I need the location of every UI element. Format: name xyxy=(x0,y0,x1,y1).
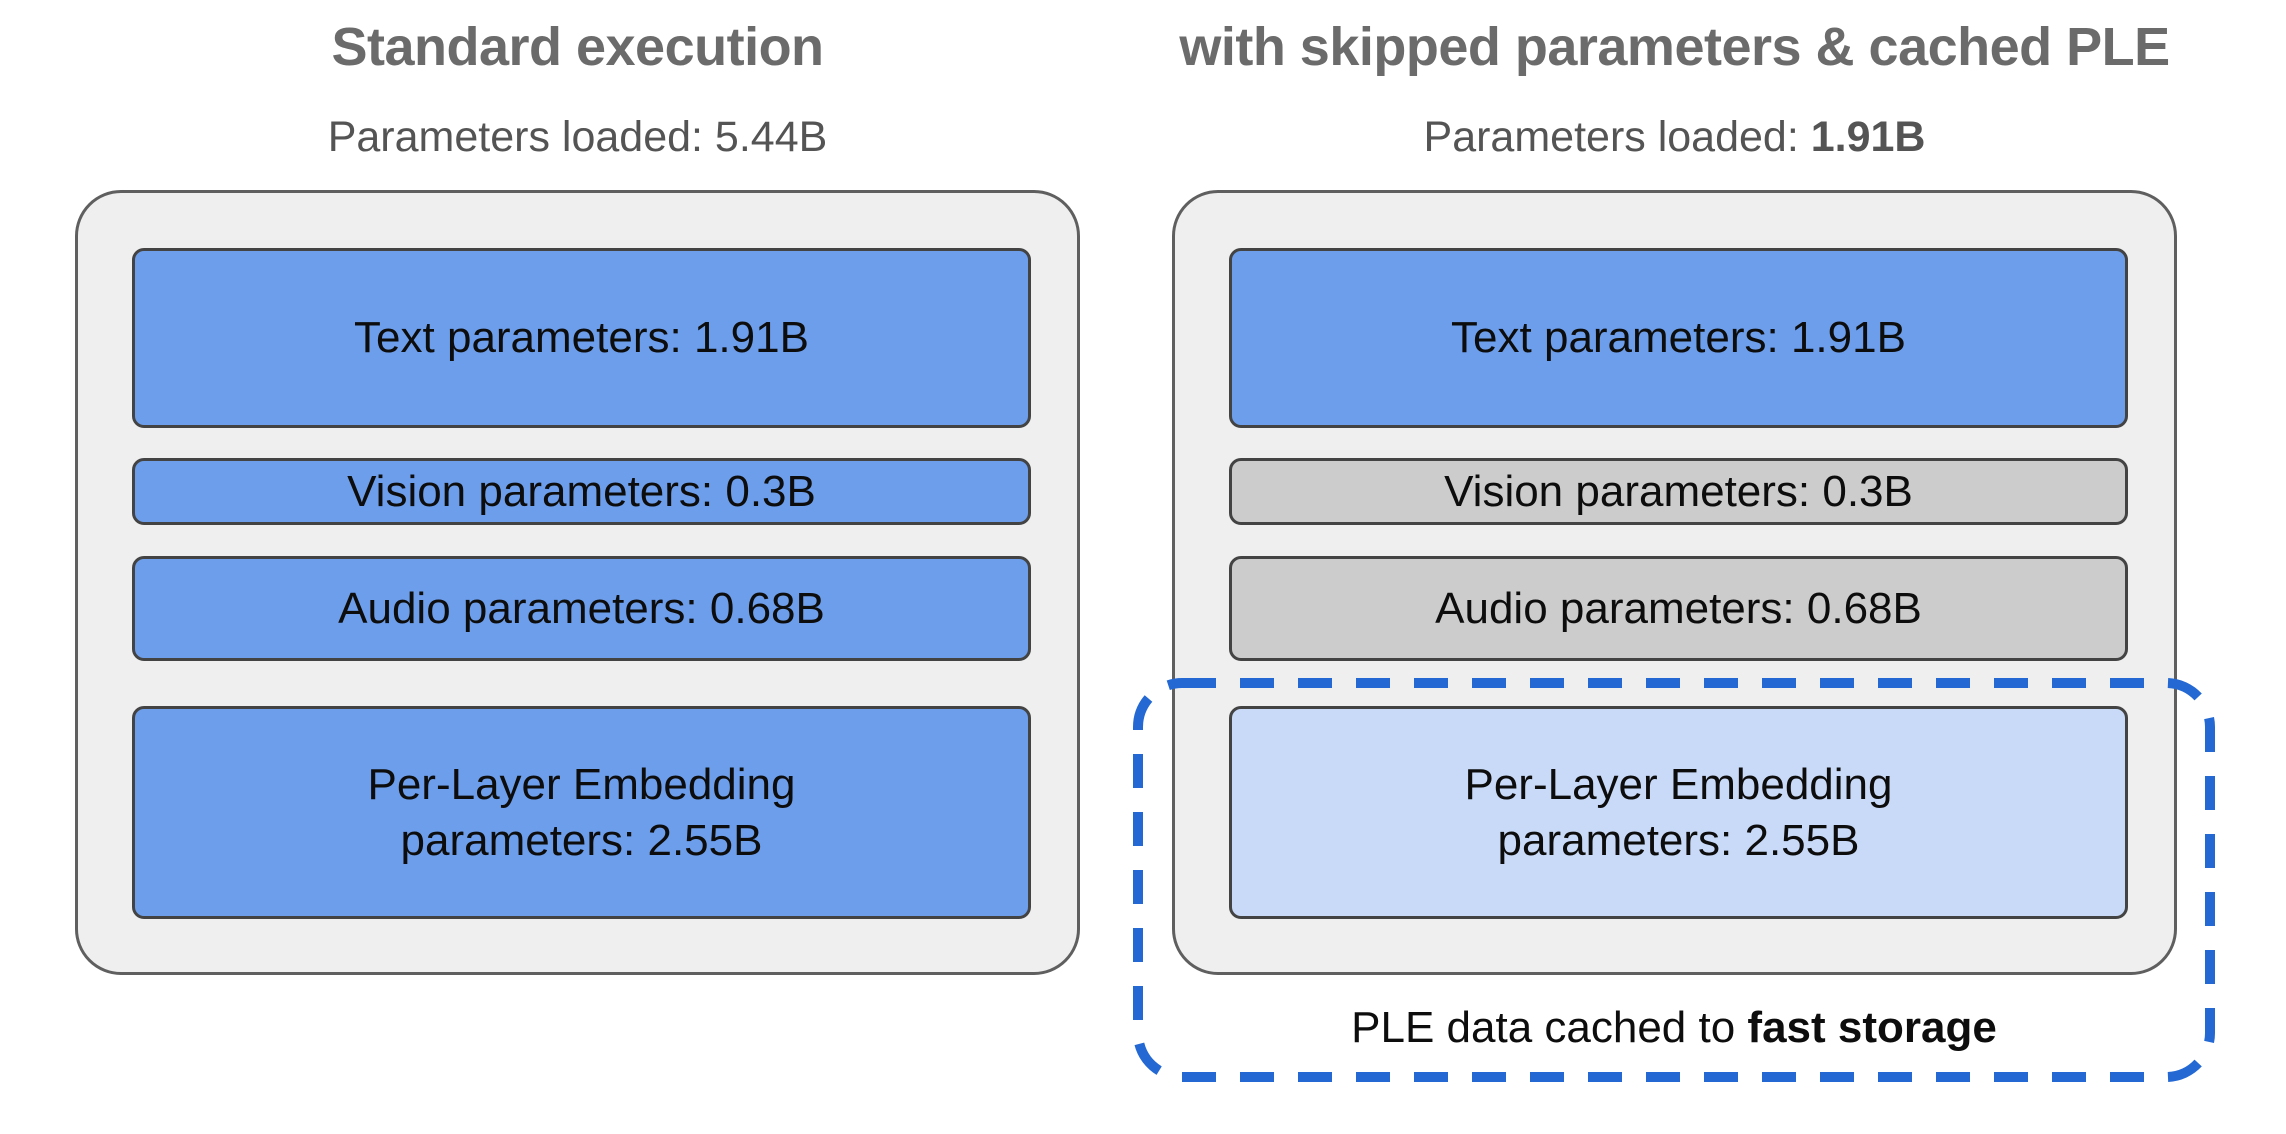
skipped-subtitle: Parameters loaded: 1.91B xyxy=(1172,112,2177,164)
ple-cache-caption-text: PLE data cached to xyxy=(1351,1003,1748,1052)
box-label: Audio parameters: 0.68B xyxy=(1435,583,1922,633)
box-label: Per-Layer Embedding parameters: 2.55B xyxy=(1464,759,1893,865)
standard-subtitle-value: 5.44B xyxy=(714,113,828,161)
box-label: Text parameters: 1.91B xyxy=(1451,313,1906,363)
standard-subtitle: Parameters loaded: 5.44B xyxy=(75,112,1080,164)
skipped-vision-parameters-box: Vision parameters: 0.3B xyxy=(1229,458,2128,525)
box-label: Audio parameters: 0.68B xyxy=(338,583,825,633)
box-label: Vision parameters: 0.3B xyxy=(1444,466,1913,516)
standard-ple-parameters-box: Per-Layer Embedding parameters: 2.55B xyxy=(132,706,1031,919)
skipped-model-container: Text parameters: 1.91B Vision parameters… xyxy=(1172,190,2177,975)
skipped-text-parameters-box: Text parameters: 1.91B xyxy=(1229,248,2128,428)
panel-skipped-cached: with skipped parameters & cached PLE Par… xyxy=(1172,0,2177,1134)
cached-ple-parameters-box: Per-Layer Embedding parameters: 2.55B xyxy=(1229,706,2128,919)
ple-cache-caption: PLE data cached to fast storage xyxy=(1133,1002,2215,1055)
box-label: Per-Layer Embedding parameters: 2.55B xyxy=(367,759,796,865)
skipped-audio-parameters-box: Audio parameters: 0.68B xyxy=(1229,556,2128,661)
skipped-subtitle-label: Parameters loaded: xyxy=(1423,113,1811,161)
skipped-title: with skipped parameters & cached PLE xyxy=(1179,17,2170,77)
panel-standard-execution: Standard execution Parameters loaded: 5.… xyxy=(75,0,1080,1134)
standard-title: Standard execution xyxy=(331,17,824,77)
standard-model-container: Text parameters: 1.91B Vision parameters… xyxy=(75,190,1080,975)
standard-vision-parameters-box: Vision parameters: 0.3B xyxy=(132,458,1031,525)
skipped-subtitle-value: 1.91B xyxy=(1810,113,1926,161)
box-label: Vision parameters: 0.3B xyxy=(347,466,816,516)
ple-cache-caption-emphasis: fast storage xyxy=(1747,1003,1997,1052)
standard-subtitle-label: Parameters loaded: xyxy=(327,113,715,161)
standard-text-parameters-box: Text parameters: 1.91B xyxy=(132,248,1031,428)
box-label: Text parameters: 1.91B xyxy=(354,313,809,363)
standard-audio-parameters-box: Audio parameters: 0.68B xyxy=(132,556,1031,661)
